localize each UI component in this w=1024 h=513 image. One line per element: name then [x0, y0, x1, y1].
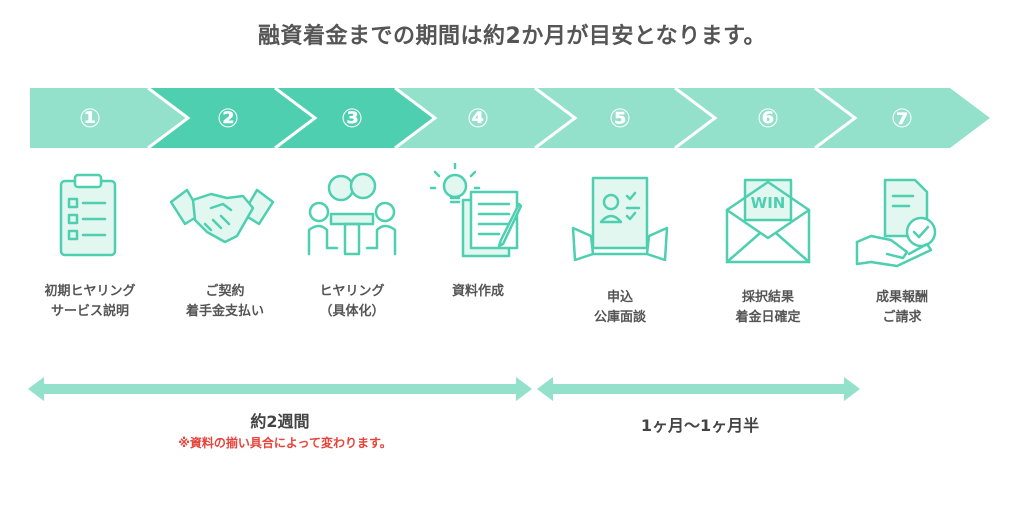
span-bar-1-month: [537, 377, 860, 401]
application-form-icon: [565, 166, 675, 276]
step-number-4: ④: [466, 104, 489, 134]
clipboard-checklist-icon: [33, 165, 143, 275]
step-3-chevron: [275, 88, 435, 148]
span-label-2-weeks: 約2週間: [250, 412, 310, 431]
hand-document-check-icon: [847, 170, 957, 280]
step-label-4: 資料作成: [451, 284, 504, 299]
step-number-6: ⑥: [756, 104, 779, 134]
span-bar-2-weeks: [28, 377, 532, 401]
step-label-3: ヒヤリング（具体化）: [319, 284, 385, 319]
step-4-chevron: [395, 88, 575, 148]
step-7-chevron: [815, 88, 990, 148]
step-number-1: ①: [78, 104, 101, 134]
step-2-chevron: [148, 88, 315, 148]
step-label-2: ご契約着手金支払い: [185, 284, 264, 319]
step-label-7: 成果報酬ご請求: [875, 290, 928, 325]
step-number-5: ⑤: [608, 104, 631, 134]
meeting-table-icon: [297, 162, 407, 272]
step-number-2: ②: [216, 104, 239, 134]
page-title: 融資着金までの期間は約2か月が目安となります。: [258, 24, 766, 49]
note-text: ※資料の揃い具合によって変わります。: [178, 436, 392, 450]
svg-text:WIN: WIN: [751, 194, 786, 212]
step-5-chevron: [535, 88, 715, 148]
span-label-1-month: 1ヶ月〜1ヶ月半: [640, 416, 760, 435]
step-label-5: 申込公庫面談: [593, 290, 646, 325]
step-number-7: ⑦: [890, 104, 913, 134]
handshake-icon: [167, 162, 277, 272]
win-envelope-icon: WIN: [713, 168, 823, 278]
step-number-3: ③: [340, 104, 363, 134]
step-6-chevron: [675, 88, 855, 148]
step-label-6: 採択結果着金日確定: [735, 290, 801, 325]
step-label-1: 初期ヒヤリングサービス説明: [44, 284, 136, 319]
document-lightbulb-pen-icon: [423, 160, 533, 270]
step-1-chevron: [30, 88, 188, 148]
